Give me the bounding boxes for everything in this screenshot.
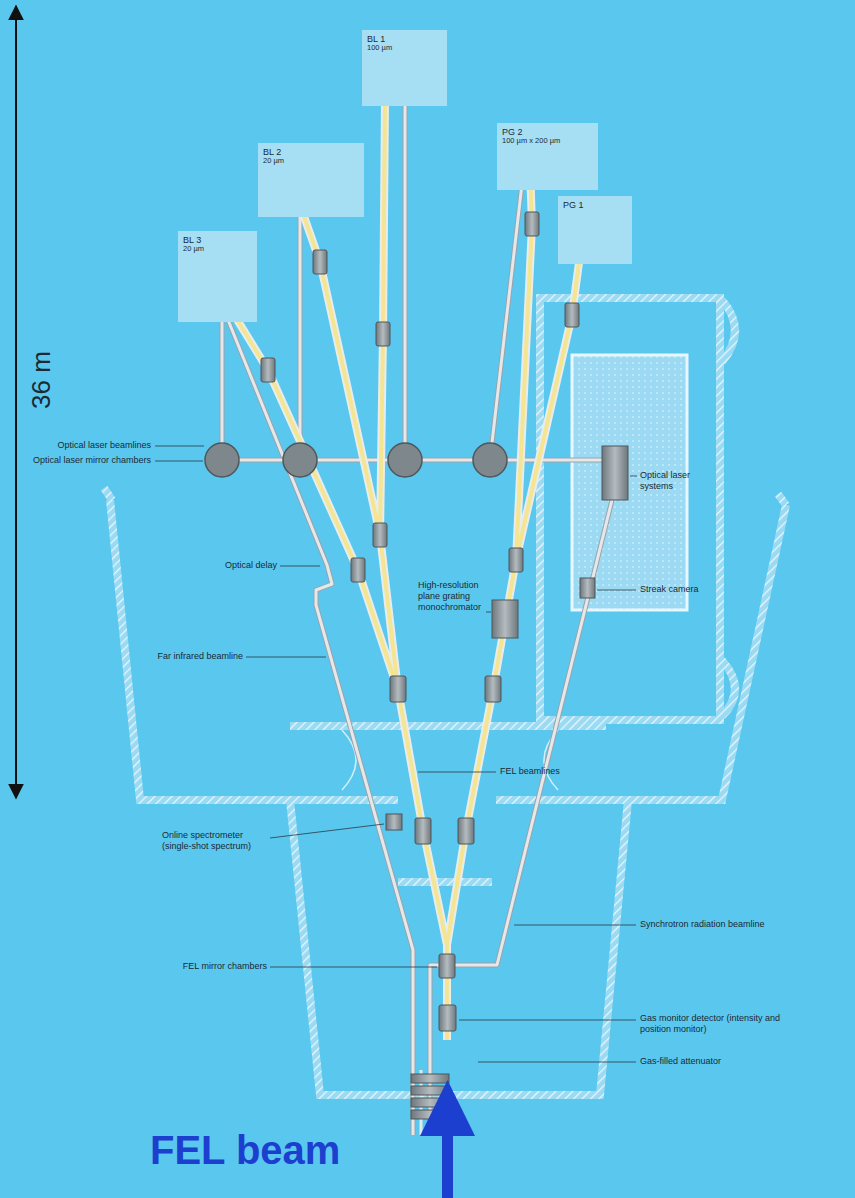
beamline-chamber <box>376 322 390 346</box>
part-label: Streak camera <box>640 584 699 595</box>
optical-laser-system <box>602 446 628 500</box>
spot-size: 100 µm x 200 µm <box>502 137 593 146</box>
mirror-chamber <box>473 443 507 477</box>
leader-line <box>459 1020 636 1021</box>
attenuator-segment <box>411 1074 449 1083</box>
mirror-chamber <box>283 443 317 477</box>
dimension-arrow <box>15 6 17 798</box>
shielding-curve <box>342 730 558 790</box>
beam-label: FEL beam <box>150 1126 340 1174</box>
beamline-chamber <box>261 358 275 382</box>
online-spectrometer <box>386 814 402 830</box>
leader-line <box>418 772 496 773</box>
leader-line <box>246 657 326 658</box>
gas-monitor-detector <box>439 1005 456 1031</box>
mirror-chamber-group <box>205 443 507 477</box>
laser-hut-wall <box>540 298 720 720</box>
beamline-chamber <box>509 548 523 572</box>
beamline-chamber <box>313 250 327 274</box>
leader-line <box>280 566 320 567</box>
station-name: PG 2 <box>502 127 593 137</box>
spot-size: 100 µm <box>367 44 442 53</box>
streak-camera <box>580 578 595 598</box>
fel-beam-arrow-head <box>420 1080 475 1136</box>
part-label: Optical laser systems <box>640 470 702 492</box>
part-label: FEL mirror chambers <box>183 961 267 972</box>
station-box: BL 1100 µm <box>362 30 447 106</box>
fel-mirror-chamber <box>439 954 455 978</box>
beamline-chamber <box>415 818 431 844</box>
station-name: BL 2 <box>263 147 359 157</box>
fel-beam-arrow-shaft <box>442 1130 453 1198</box>
beamline-chamber <box>525 212 539 236</box>
dimension-label: 36 m <box>26 351 57 409</box>
leader-line <box>155 461 203 462</box>
part-label: Optical laser mirror chambers <box>33 455 151 466</box>
part-label: Optical delay <box>225 560 277 571</box>
beamline-chamber <box>351 558 365 582</box>
leader-line <box>270 967 437 968</box>
spot-size: 20 µm <box>183 245 252 254</box>
beamline-chamber <box>458 818 474 844</box>
leader-line <box>514 925 636 926</box>
part-label: Gas monitor detector (intensity and posi… <box>640 1013 790 1035</box>
laser-hut-door <box>722 300 735 362</box>
fel-lines <box>225 100 582 1040</box>
grey-lines <box>222 102 612 1135</box>
part-label: Gas-filled attenuator <box>640 1056 721 1067</box>
monochromator <box>492 600 518 638</box>
spot-size: 20 µm <box>263 157 359 166</box>
mirror-chamber <box>388 443 422 477</box>
station-name: PG 1 <box>563 200 627 210</box>
tunnel-wall <box>290 800 628 1095</box>
station-box: PG 1 <box>558 196 632 264</box>
part-label: Optical laser beamlines <box>57 440 151 451</box>
part-label: Online spectrometer (single-shot spectru… <box>162 830 270 852</box>
leader-line <box>597 590 636 591</box>
part-label: Far infrared beamline <box>157 651 243 662</box>
leader-line <box>630 476 637 477</box>
station-name: BL 1 <box>367 34 442 44</box>
mirror-chamber <box>205 443 239 477</box>
part-label: Synchrotron radiation beamline <box>640 919 765 930</box>
leader-line <box>270 824 384 838</box>
part-label: High-resolution plane grating monochroma… <box>418 580 486 612</box>
shielding-block <box>398 878 492 886</box>
leader-line <box>478 1062 636 1063</box>
beamline-chamber <box>373 523 387 547</box>
beamline-chamber <box>565 303 579 327</box>
station-box: BL 320 µm <box>178 231 257 322</box>
fel-beamline <box>225 100 582 1040</box>
part-label: FEL beamlines <box>500 766 560 777</box>
station-name: BL 3 <box>183 235 252 245</box>
wall-group <box>104 298 786 1095</box>
laser-hut-door <box>722 660 735 716</box>
leader-line <box>486 612 491 613</box>
fel-beamline-casing <box>225 100 582 1040</box>
beamline-chamber <box>485 676 501 702</box>
leader-line <box>155 446 204 447</box>
leader-group <box>155 446 637 1062</box>
station-box: PG 2100 µm x 200 µm <box>497 123 598 190</box>
beamline-chamber <box>390 676 406 702</box>
station-box: BL 220 µm <box>258 143 364 217</box>
